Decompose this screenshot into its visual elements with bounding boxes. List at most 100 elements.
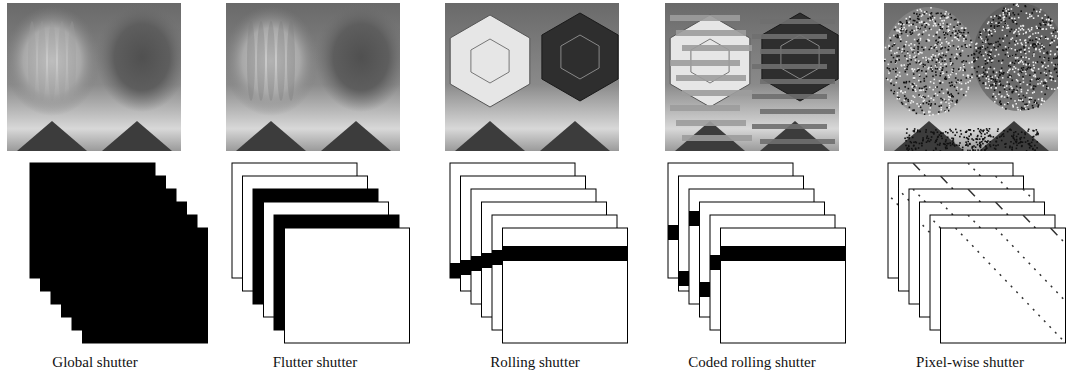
noise-pixel — [947, 132, 949, 134]
noise-pixel — [979, 75, 981, 77]
noise-pixel — [993, 44, 995, 46]
noise-pixel — [1005, 143, 1007, 145]
noise-pixel — [958, 69, 960, 71]
noise-pixel — [901, 102, 903, 104]
noise-pixel — [990, 49, 992, 51]
noise-pixel — [961, 83, 963, 85]
noise-pixel — [931, 47, 933, 49]
noise-pixel — [948, 103, 950, 105]
noise-pixel — [1011, 135, 1013, 137]
noise-pixel — [1057, 87, 1058, 89]
noise-pixel — [1015, 60, 1017, 62]
noise-pixel — [890, 61, 892, 63]
noise-pixel — [1021, 145, 1023, 147]
noise-pixel — [1017, 57, 1019, 59]
noise-pixel — [1012, 69, 1014, 71]
noise-pixel — [1039, 51, 1041, 53]
noise-pixel — [923, 13, 925, 15]
noise-pixel — [921, 25, 923, 27]
noise-pixel — [1049, 70, 1051, 72]
noise-pixel — [925, 57, 927, 59]
noise-pixel — [935, 65, 937, 67]
noise-pixel — [1026, 103, 1028, 105]
noise-pixel — [1034, 44, 1036, 46]
noise-pixel — [1035, 43, 1037, 45]
noise-pixel — [914, 69, 916, 71]
noise-pixel — [1033, 85, 1035, 87]
noise-pixel — [921, 145, 923, 147]
noise-pixel — [956, 90, 958, 92]
noise-pixel — [985, 84, 987, 86]
noise-pixel — [1007, 76, 1009, 78]
noise-pixel — [961, 27, 963, 29]
noise-pixel — [995, 85, 997, 87]
noise-pixel — [985, 87, 987, 89]
noise-pixel — [1041, 17, 1043, 19]
noise-pixel — [933, 99, 935, 101]
noise-pixel — [1043, 23, 1045, 25]
noise-pixel — [913, 20, 915, 22]
noise-pixel — [964, 29, 966, 31]
noise-pixel — [979, 142, 981, 144]
shutter-stripe — [752, 94, 827, 99]
noise-pixel — [936, 68, 938, 70]
noise-pixel — [1017, 5, 1019, 7]
noise-pixel — [1007, 103, 1009, 105]
noise-pixel — [907, 150, 909, 151]
noise-pixel — [902, 103, 904, 105]
noise-pixel — [1019, 82, 1021, 84]
noise-pixel — [1027, 90, 1029, 92]
noise-pixel — [913, 73, 915, 75]
noise-pixel — [1016, 139, 1018, 141]
noise-pixel — [935, 147, 937, 149]
noise-pixel — [1051, 42, 1053, 44]
noise-pixel — [906, 148, 908, 150]
noise-pixel — [965, 144, 967, 146]
noise-pixel — [927, 140, 929, 142]
noise-pixel — [907, 99, 909, 101]
noise-pixel — [979, 145, 981, 147]
noise-pixel — [1009, 55, 1011, 57]
noise-pixel — [984, 73, 986, 75]
noise-pixel — [995, 87, 997, 89]
noise-pixel — [973, 61, 975, 63]
noise-pixel — [982, 83, 984, 85]
noise-pixel — [1014, 63, 1016, 65]
noise-pixel — [894, 29, 896, 31]
noise-pixel — [1015, 29, 1017, 31]
noise-pixel — [945, 139, 947, 141]
noise-pixel — [908, 145, 910, 147]
noise-pixel — [1055, 37, 1057, 39]
noise-pixel — [906, 22, 908, 24]
noise-pixel — [1050, 78, 1052, 80]
noise-pixel — [1048, 23, 1050, 25]
noise-pixel — [998, 18, 1000, 20]
noise-pixel — [997, 46, 999, 48]
noise-pixel — [895, 76, 897, 78]
noise-pixel — [1007, 25, 1009, 27]
noise-pixel — [914, 39, 916, 41]
noise-pixel — [981, 141, 983, 143]
noise-pixel — [923, 89, 925, 91]
shutter-stack — [30, 163, 208, 343]
noise-pixel — [920, 39, 922, 41]
noise-pixel — [947, 17, 949, 19]
noise-pixel — [953, 139, 955, 141]
noise-pixel — [997, 130, 999, 132]
noise-pixel — [1011, 8, 1013, 10]
noise-pixel — [1043, 48, 1045, 50]
noise-pixel — [923, 112, 925, 114]
noise-pixel — [979, 142, 981, 144]
noise-pixel — [1033, 65, 1035, 67]
noise-pixel — [1040, 103, 1042, 105]
noise-pixel — [961, 32, 963, 34]
noise-pixel — [1012, 12, 1014, 14]
noise-pixel — [1027, 42, 1029, 44]
noise-pixel — [930, 7, 932, 9]
noise-pixel — [1013, 134, 1015, 136]
noise-pixel — [913, 48, 915, 50]
noise-pixel — [941, 46, 943, 48]
noise-pixel — [1028, 63, 1030, 65]
noise-pixel — [1004, 143, 1006, 145]
noise-pixel — [938, 61, 940, 63]
